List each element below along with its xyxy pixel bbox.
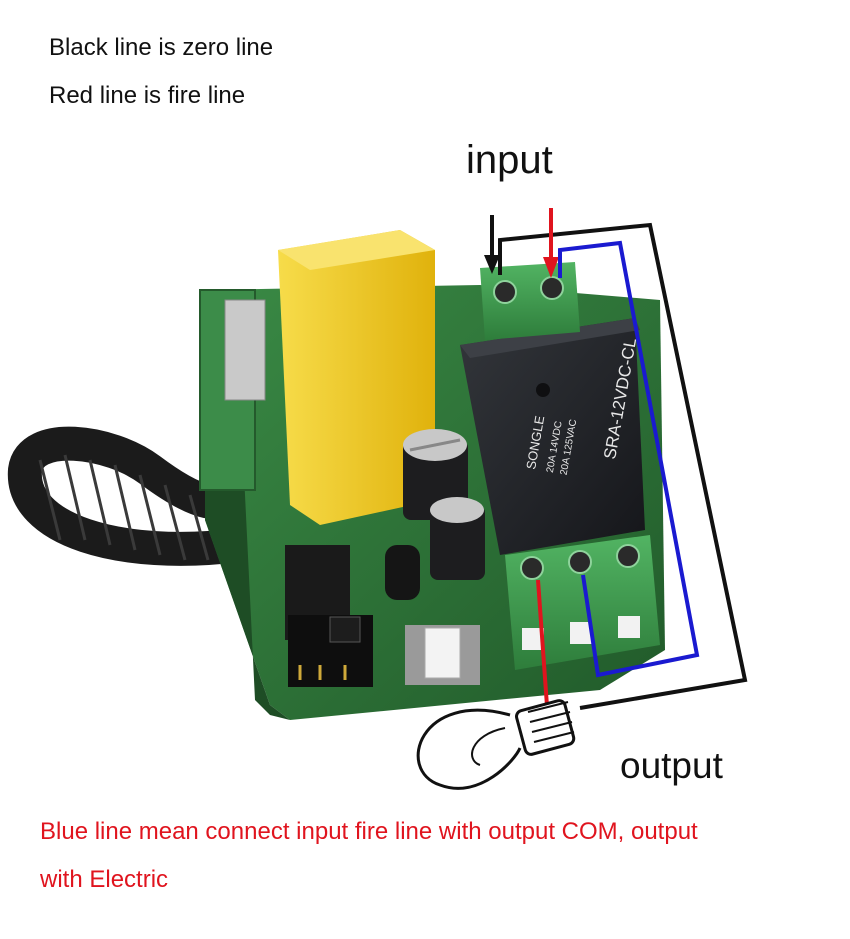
relay: SONGLE 20A 14VDC 20A 125VAC SRA-12VDC-CL — [460, 318, 645, 555]
caption-line-1: Blue line mean connect input fire line w… — [40, 818, 698, 845]
red-output-wire — [536, 579, 550, 721]
crystal — [224, 299, 266, 401]
zero-line-wire — [498, 222, 748, 710]
yellow-capacitor — [278, 230, 435, 525]
antenna-coil — [7, 426, 262, 566]
jumper-header — [288, 615, 373, 687]
zero-line-note: Black line is zero line — [49, 34, 274, 61]
learn-push-button — [405, 625, 480, 685]
red-input-arrowhead — [543, 257, 559, 278]
com-link-wire — [558, 240, 700, 678]
electrolytic-capacitor-small — [430, 497, 485, 580]
light-bulb-icon — [416, 699, 576, 790]
fire-line-note: Red line is fire line — [49, 82, 246, 109]
caption-line-2: with Electric — [40, 866, 169, 893]
output-label: output — [620, 745, 723, 786]
black-input-arrowhead — [484, 255, 500, 274]
transistor — [385, 545, 420, 600]
input-label: input — [466, 138, 553, 182]
input-terminal-block — [480, 262, 580, 340]
